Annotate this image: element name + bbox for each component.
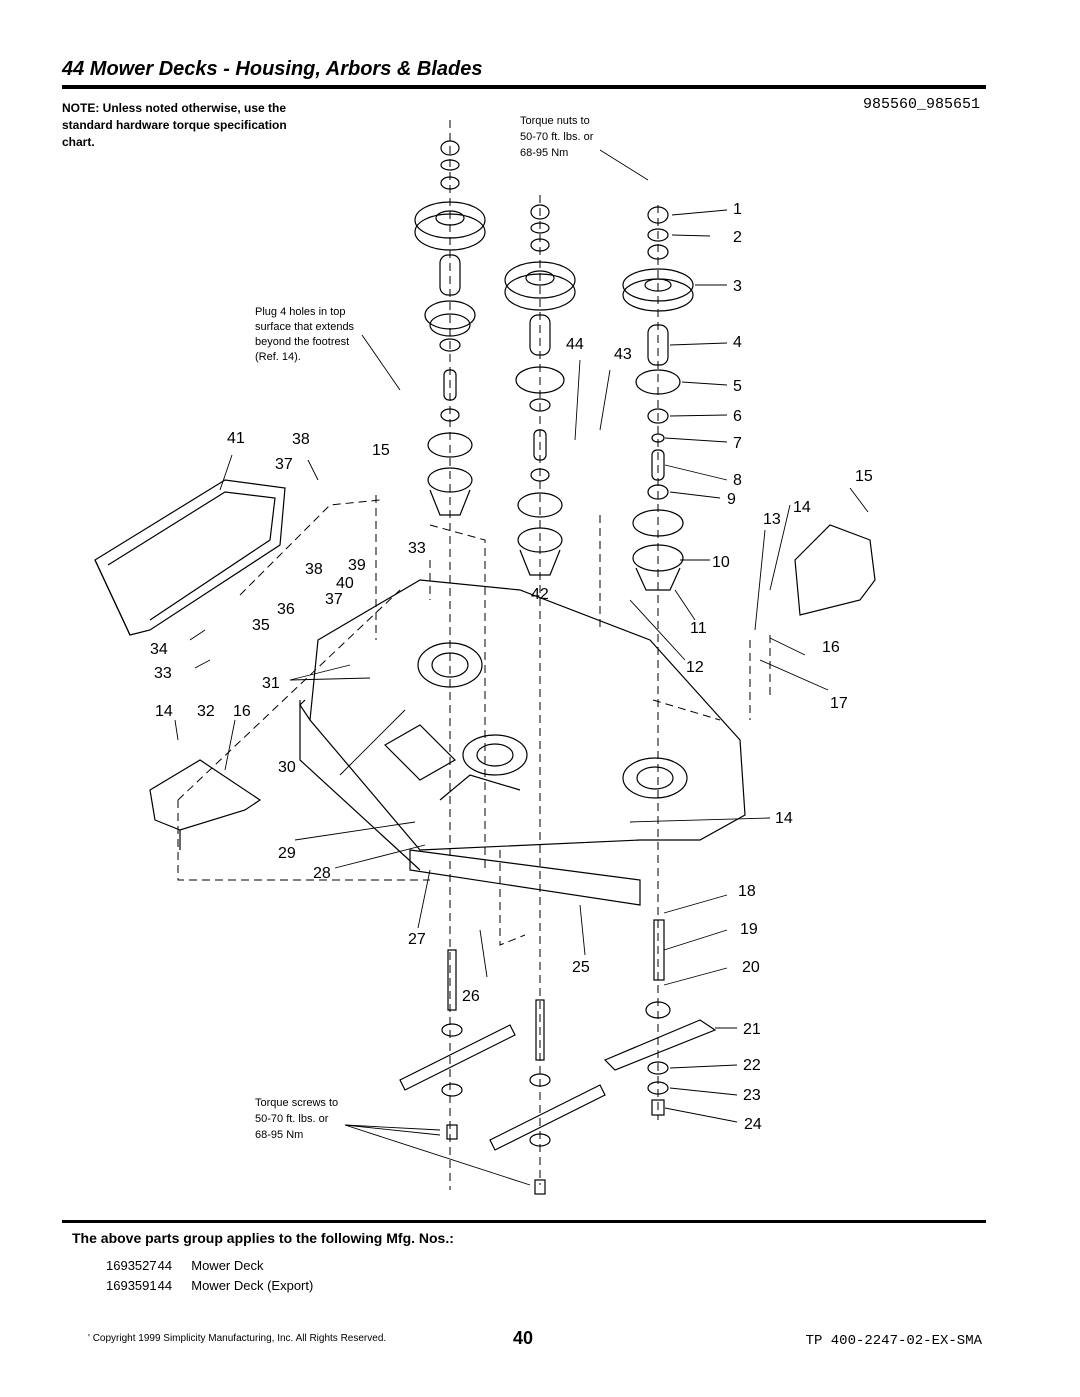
callout: 39 — [348, 557, 366, 574]
diagram-notes: Torque nuts to 50-70 ft. lbs. or 68-95 N… — [255, 115, 594, 1141]
callout: 16 — [822, 639, 840, 656]
mfg-number: 1693527 — [106, 1258, 157, 1273]
callout: 15 — [855, 468, 873, 485]
callout: 15 — [372, 442, 390, 459]
plug-holes-note-line: (Ref. 14). — [255, 351, 301, 363]
plug-holes-note-line: Plug 4 holes in top — [255, 306, 346, 318]
blades-and-spindles — [399, 919, 717, 1195]
callout: 33 — [408, 540, 426, 557]
callout: 29 — [278, 845, 296, 862]
mfg-number: 1693591 — [106, 1278, 157, 1293]
callout: 13 — [763, 511, 781, 528]
callout: 14 — [775, 810, 793, 827]
torque-note: NOTE: Unless noted otherwise, use the st… — [62, 101, 287, 149]
callout: 43 — [614, 346, 632, 363]
alignment-lines — [177, 120, 771, 1190]
callout: 36 — [277, 601, 295, 618]
callout: 1 — [733, 201, 742, 218]
plug-holes-note-line: beyond the footrest — [255, 336, 349, 348]
callout: 6 — [733, 408, 742, 425]
header-rule — [62, 85, 986, 89]
belt-cover-right — [794, 524, 876, 616]
applies-rule — [62, 1220, 986, 1223]
torque-nuts-note-line: 50-70 ft. lbs. or — [520, 131, 594, 143]
callout: 26 — [462, 988, 480, 1005]
callout: 35 — [252, 617, 270, 634]
callout: 30 — [278, 759, 296, 776]
callout: 28 — [313, 865, 331, 882]
callout: 40 — [336, 575, 354, 592]
deck-baffle — [409, 849, 641, 906]
callout: 7 — [733, 435, 742, 452]
applies-heading: The above parts group applies to the fol… — [72, 1230, 454, 1246]
doc-code: TP 400-2247-02-EX-SMA — [805, 1333, 982, 1349]
callout: 5 — [733, 378, 742, 395]
callout: 14 — [155, 703, 173, 720]
callout: 23 — [743, 1087, 761, 1104]
mfg-description: Mower Deck (Export) — [191, 1278, 314, 1293]
callout: 44 — [566, 336, 584, 353]
callout: 2 — [733, 229, 742, 246]
left-arbor-stack — [414, 140, 486, 516]
discharge-chute — [94, 479, 286, 636]
copyright: ' Copyright 1999 Simplicity Manufacturin… — [88, 1333, 387, 1344]
torque-screws-note-line: 68-95 Nm — [255, 1129, 303, 1141]
middle-arbor-stack — [504, 204, 576, 576]
callout: 25 — [572, 959, 590, 976]
callout: 12 — [686, 659, 704, 676]
torque-nuts-note-line: 68-95 Nm — [520, 147, 568, 159]
callout: 16 — [233, 703, 251, 720]
callout: 17 — [830, 695, 848, 712]
callout: 41 — [227, 430, 245, 447]
callout: 27 — [408, 931, 426, 948]
torque-nuts-note-line: Torque nuts to — [520, 115, 590, 127]
mfg-size: 44 — [157, 1278, 173, 1293]
torque-screws-note-line: Torque screws to — [255, 1097, 338, 1109]
callout: 21 — [743, 1021, 761, 1038]
belt-cover-left — [149, 759, 262, 850]
mfg-size: 44 — [157, 1258, 173, 1273]
callout: 9 — [727, 491, 736, 508]
callout: 22 — [743, 1057, 761, 1074]
callout: 8 — [733, 472, 742, 489]
page-title: 44 Mower Decks - Housing, Arbors & Blade… — [62, 58, 483, 80]
callout: 3 — [733, 278, 742, 295]
callout: 20 — [742, 959, 760, 976]
callout: 32 — [197, 703, 215, 720]
callout: 34 — [150, 641, 168, 658]
diagram-id: 985560_985651 — [862, 96, 980, 113]
right-arbor-stack — [622, 206, 694, 591]
callout: 18 — [738, 883, 756, 900]
callout: 4 — [733, 334, 742, 351]
leader-lines — [174, 149, 869, 1186]
page-number: 40 — [513, 1328, 534, 1348]
deck-housing — [299, 579, 746, 871]
callout: 31 — [262, 675, 280, 692]
callout: 10 — [712, 554, 730, 571]
callout: 38 — [305, 561, 323, 578]
torque-screws-note-line: 50-70 ft. lbs. or — [255, 1113, 329, 1125]
callout: 37 — [325, 591, 343, 608]
mfg-row: 1693527 44 Mower Deck — [106, 1258, 264, 1273]
callout: 37 — [275, 456, 293, 473]
mfg-description: Mower Deck — [191, 1258, 264, 1273]
plug-holes-note-line: surface that extends — [255, 321, 355, 333]
callout: 19 — [740, 921, 758, 938]
callout: 38 — [292, 431, 310, 448]
callout: 14 — [793, 499, 811, 516]
callout-numbers: 1 2 3 4 5 6 7 8 9 10 11 12 13 14 14 14 1… — [150, 201, 873, 1133]
callout: 42 — [531, 586, 549, 603]
callout: 24 — [744, 1116, 762, 1133]
callout: 11 — [690, 620, 707, 637]
callout: 33 — [154, 665, 172, 682]
mfg-row: 1693591 44 Mower Deck (Export) — [106, 1278, 313, 1293]
